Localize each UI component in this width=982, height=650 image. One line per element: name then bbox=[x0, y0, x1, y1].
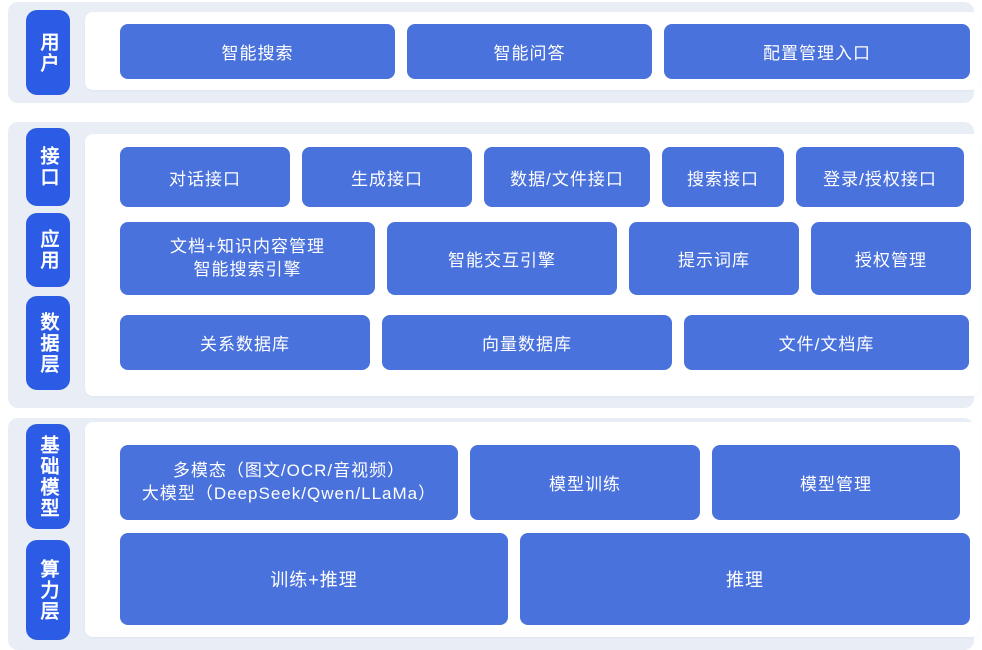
layer-label-application: 应用 bbox=[26, 213, 70, 287]
user-layer-label-column: 用户 bbox=[26, 2, 70, 103]
compute-layer-row: 训练+推理 推理 bbox=[120, 533, 970, 625]
block-vector-database: 向量数据库 bbox=[382, 315, 672, 370]
block-file-document-store: 文件/文档库 bbox=[684, 315, 969, 370]
block-relational-database: 关系数据库 bbox=[120, 315, 370, 370]
block-search-api: 搜索接口 bbox=[662, 147, 784, 207]
block-model-training: 模型训练 bbox=[470, 445, 700, 520]
data-layer-row: 关系数据库 向量数据库 文件/文档库 bbox=[120, 315, 971, 370]
block-model-management: 模型管理 bbox=[712, 445, 960, 520]
user-layer-panel: 智能搜索 智能问答 配置管理入口 bbox=[85, 12, 979, 90]
section-user-layer: 用户 智能搜索 智能问答 配置管理入口 bbox=[8, 2, 979, 103]
bottom-layers-label-column: 基础模型 算力层 bbox=[26, 418, 70, 650]
block-doc-knowledge-search-engine: 文档+知识内容管理 智能搜索引擎 bbox=[120, 222, 375, 295]
interface-layer-row: 对话接口 生成接口 数据/文件接口 搜索接口 登录/授权接口 bbox=[120, 147, 971, 207]
block-authorization-management: 授权管理 bbox=[811, 222, 971, 295]
block-generation-api: 生成接口 bbox=[302, 147, 472, 207]
bottom-layers-panel: 多模态（图文/OCR/音视频） 大模型（DeepSeek/Qwen/LLaMa）… bbox=[85, 422, 979, 637]
application-layer-row: 文档+知识内容管理 智能搜索引擎 智能交互引擎 提示词库 授权管理 bbox=[120, 222, 971, 295]
block-dialog-api: 对话接口 bbox=[120, 147, 290, 207]
middle-layers-panel: 对话接口 生成接口 数据/文件接口 搜索接口 登录/授权接口 文档+知识内容管理… bbox=[85, 134, 980, 396]
block-config-management-entry: 配置管理入口 bbox=[664, 23, 970, 79]
block-login-auth-api: 登录/授权接口 bbox=[796, 147, 964, 207]
layer-label-compute: 算力层 bbox=[26, 540, 70, 640]
block-multimodal-llm: 多模态（图文/OCR/音视频） 大模型（DeepSeek/Qwen/LLaMa） bbox=[120, 445, 458, 520]
block-data-file-api: 数据/文件接口 bbox=[484, 147, 650, 207]
section-bottom-layers: 基础模型 算力层 多模态（图文/OCR/音视频） 大模型（DeepSeek/Qw… bbox=[8, 418, 979, 650]
section-middle-layers: 接口 应用 数据层 对话接口 生成接口 数据/文件接口 搜索接口 登录/授权接口… bbox=[8, 122, 980, 408]
block-inference: 推理 bbox=[520, 533, 970, 625]
user-layer-row: 智能搜索 智能问答 配置管理入口 bbox=[120, 23, 970, 79]
block-smart-qa: 智能问答 bbox=[407, 23, 652, 79]
block-prompt-library: 提示词库 bbox=[629, 222, 799, 295]
layer-label-interface: 接口 bbox=[26, 128, 70, 206]
block-intelligent-interaction-engine: 智能交互引擎 bbox=[387, 222, 617, 295]
middle-layers-label-column: 接口 应用 数据层 bbox=[26, 122, 70, 408]
layer-label-user: 用户 bbox=[26, 10, 70, 95]
layer-label-foundation-model: 基础模型 bbox=[26, 424, 70, 529]
layer-label-data: 数据层 bbox=[26, 296, 70, 390]
foundation-model-row: 多模态（图文/OCR/音视频） 大模型（DeepSeek/Qwen/LLaMa）… bbox=[120, 445, 970, 520]
block-training-plus-inference: 训练+推理 bbox=[120, 533, 508, 625]
block-smart-search: 智能搜索 bbox=[120, 23, 395, 79]
